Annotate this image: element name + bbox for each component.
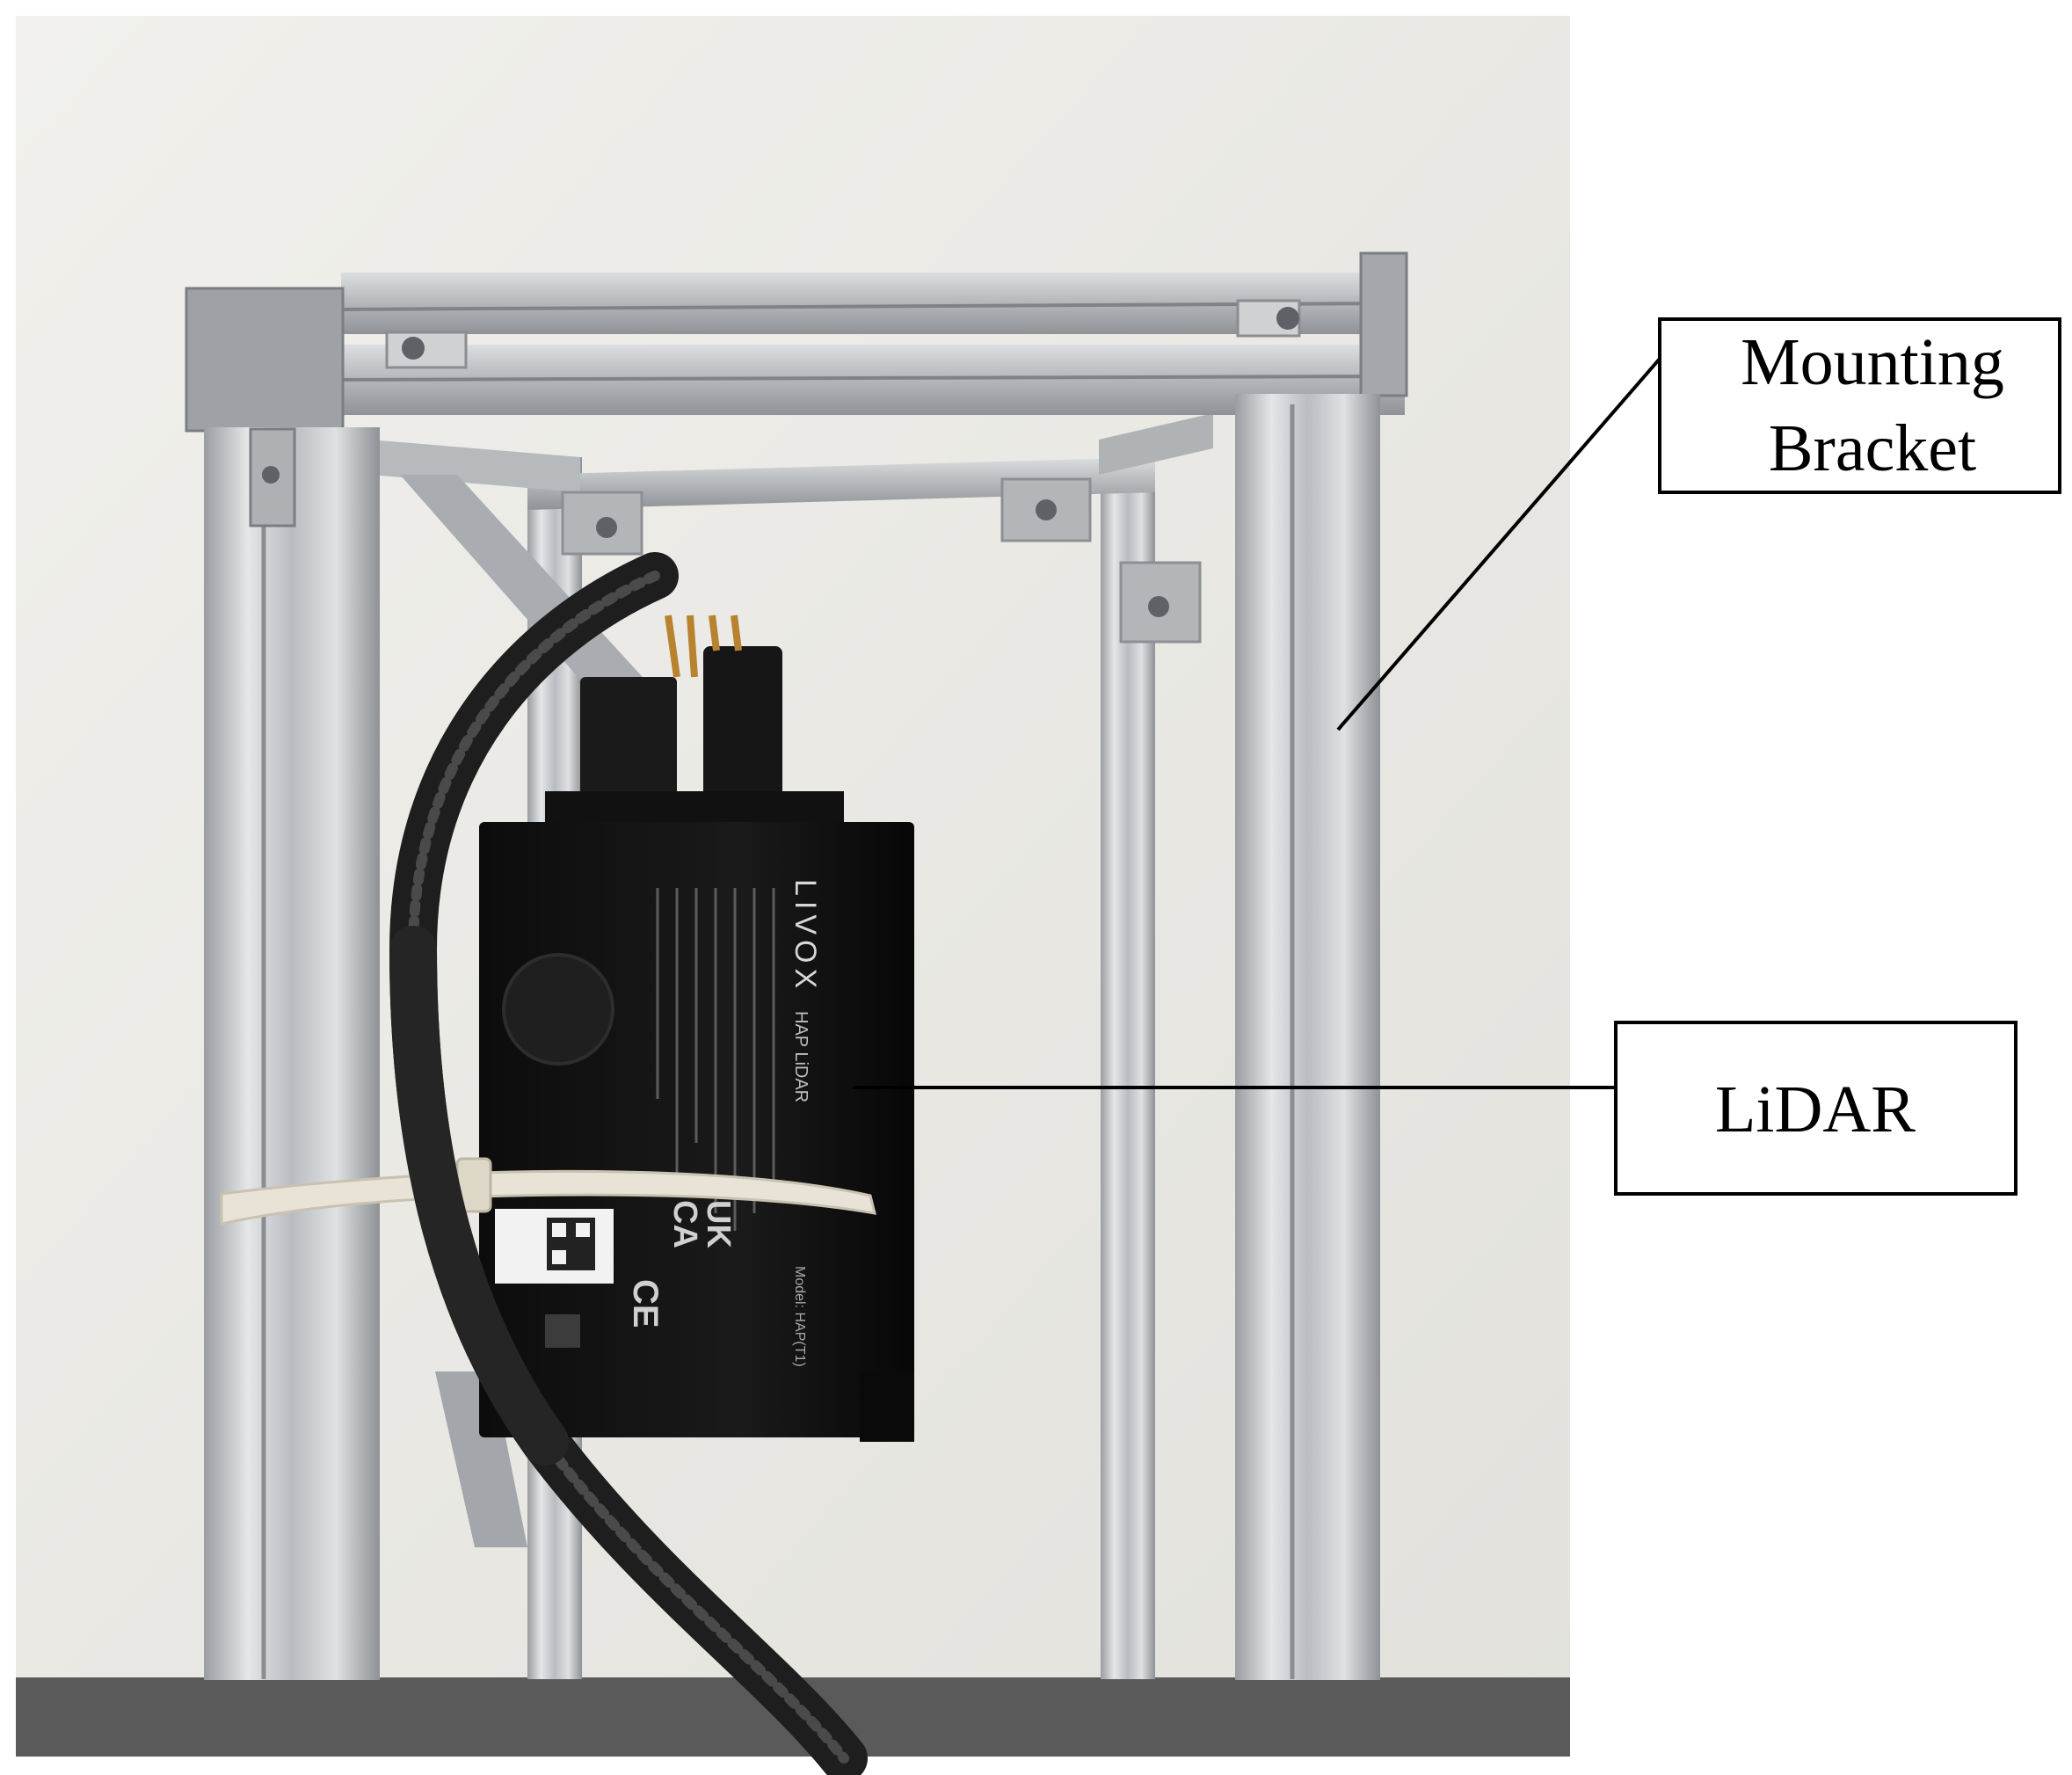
mark-ca: CA — [666, 1200, 703, 1248]
lidar-model-text: Model: HAP(T1) — [792, 1266, 807, 1367]
callout-label-mounting-line1: Mounting — [1741, 325, 2004, 399]
qr-code-icon — [552, 1223, 566, 1237]
qr-code-icon — [576, 1223, 590, 1237]
callout-mounting-bracket: Mounting Bracket — [1336, 317, 2061, 731]
rail-groove — [340, 302, 1406, 311]
bolt-head — [596, 517, 617, 538]
bolt-head — [1148, 596, 1169, 617]
lidar-cable-front — [389, 926, 569, 1466]
t-nut — [385, 331, 468, 369]
frame-post-back-right — [1101, 440, 1155, 1679]
frame-post-front-left — [204, 427, 380, 1680]
qr-code-small-icon — [545, 1314, 580, 1348]
photo: LIVOX HAP LiDAR Model: HAP(T1) UK CA CE — [16, 16, 1570, 1775]
frame-rail-right-side — [1099, 413, 1213, 475]
cable-tie — [220, 1169, 877, 1226]
frame-brace-lower-left — [435, 1371, 527, 1547]
bolt-head — [262, 466, 280, 484]
corner-block-top-right — [1359, 251, 1408, 397]
lidar-window — [502, 953, 614, 1066]
lidar-body-foot — [860, 1371, 914, 1442]
frame-post-front-right — [1235, 394, 1380, 1680]
lidar-product-text: HAP LiDAR — [791, 1011, 811, 1102]
rail-groove — [340, 375, 1406, 382]
frame-rail-back — [527, 457, 1155, 510]
qr-code-icon — [552, 1250, 566, 1264]
connector-left — [580, 677, 677, 809]
callout-box-mounting-bracket — [1658, 317, 2061, 494]
lidar-label-text: LIVOX HAP LiDAR Model: HAP(T1) — [789, 879, 822, 1367]
lidar-brand-text: LIVOX — [789, 879, 822, 993]
connector-right — [703, 646, 782, 813]
callout-box-lidar — [1614, 1021, 2017, 1196]
bolt-head — [1036, 499, 1057, 520]
mark-ce: CE — [626, 1279, 665, 1328]
corner-block-top-left — [185, 287, 345, 433]
leader-line-mounting-bracket — [1336, 357, 1661, 731]
callout-label-mounting-line2: Bracket — [1769, 411, 1976, 485]
lidar-fine-print — [656, 888, 775, 1231]
callout-lidar: LiDAR — [853, 1021, 2017, 1196]
bolt-head — [1276, 307, 1299, 330]
certification-marks: UK CA CE — [626, 1200, 737, 1328]
bolt-head — [402, 337, 425, 360]
mark-uk: UK — [700, 1200, 737, 1248]
callout-label-lidar: LiDAR — [1715, 1073, 1916, 1146]
connector-wires — [665, 615, 742, 678]
